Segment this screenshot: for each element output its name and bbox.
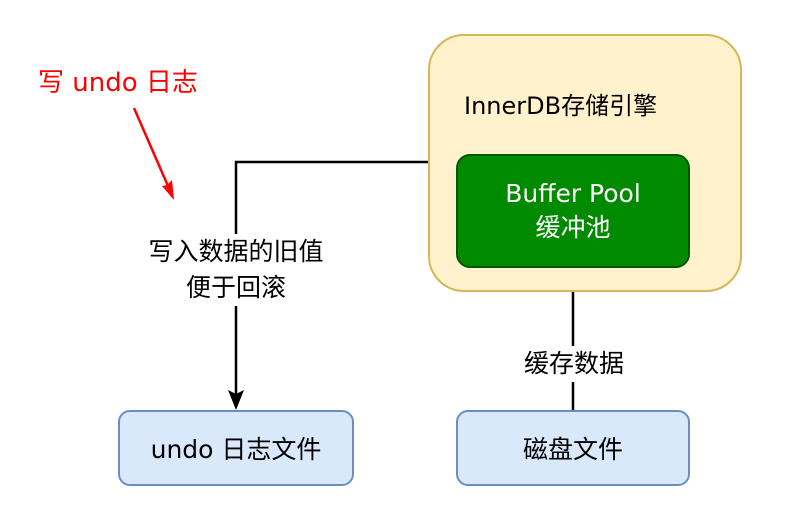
undo-connector <box>234 160 428 398</box>
write-old-value-label: 写入数据的旧值 便于回滚 <box>128 234 344 306</box>
note-arrow-head <box>162 180 174 200</box>
engine-label: InnerDB存储引擎 <box>464 92 658 120</box>
disk-file-label: 磁盘文件 <box>522 435 623 464</box>
disk-file-box: 磁盘文件 <box>456 410 690 486</box>
cache-data-label: 缓存数据 <box>502 346 646 382</box>
undo-connector-arrowhead <box>228 390 244 410</box>
write-old-line2: 便于回滚 <box>185 273 286 302</box>
undo-log-file-box: undo 日志文件 <box>118 410 354 486</box>
write-old-line1: 写入数据的旧值 <box>148 237 324 266</box>
buffer-pool-box: Buffer Pool 缓冲池 <box>456 154 690 268</box>
undo-log-file-label: undo 日志文件 <box>150 435 322 464</box>
buffer-pool-subtitle: 缓冲池 <box>535 213 611 242</box>
note-arrow <box>132 107 170 187</box>
undo-log-note: 写 undo 日志 <box>38 68 198 98</box>
buffer-pool-title: Buffer Pool <box>505 179 641 208</box>
